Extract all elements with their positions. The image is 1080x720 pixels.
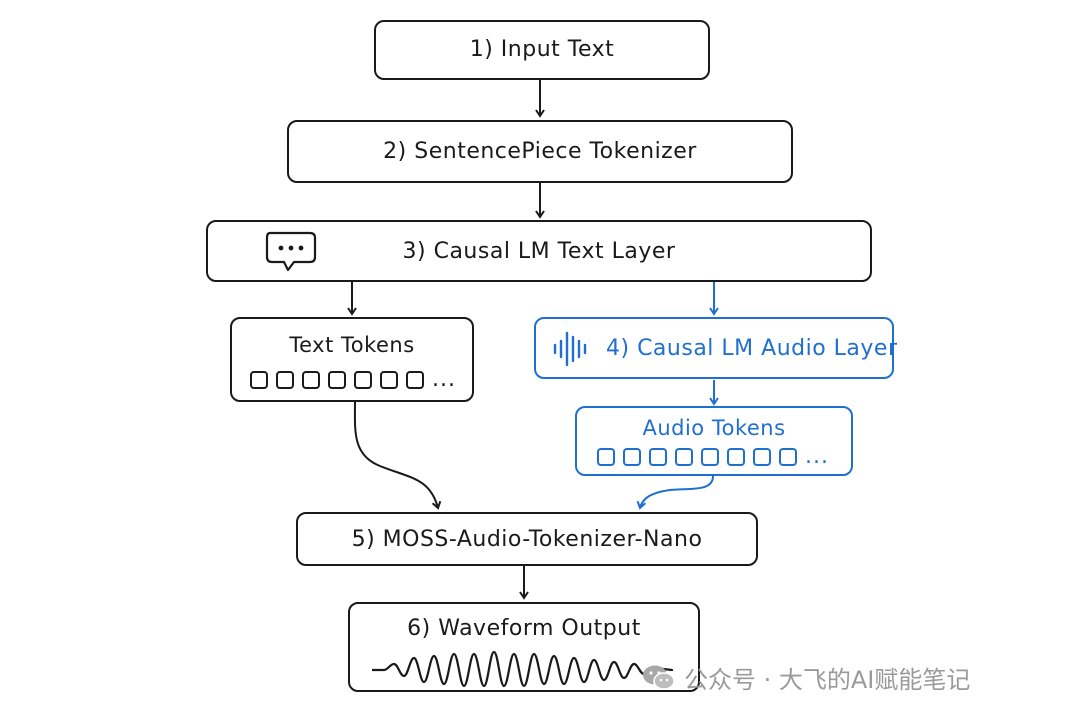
audio-token (597, 448, 615, 466)
audio-token (649, 448, 667, 466)
audio-token (753, 448, 771, 466)
text-token (354, 371, 372, 389)
text-token (406, 371, 424, 389)
watermark-text: 公众号 · 大飞的AI赋能笔记 (684, 666, 971, 694)
text-token-row: ... (250, 367, 456, 392)
node-input-text: 1) Input Text (374, 20, 710, 80)
audio-token (727, 448, 745, 466)
text-token (276, 371, 294, 389)
wechat-icon (643, 665, 675, 690)
node-text-tokens: Text Tokens ... (230, 317, 474, 402)
audio-waveform-icon (553, 331, 587, 367)
audio-token (675, 448, 693, 466)
arrow-text-tokens-to-audio-tokenizer (353, 401, 442, 510)
text-token-ellipsis: ... (432, 367, 456, 392)
waveform-icon (372, 650, 674, 688)
node-audio-layer-label: 4) Causal LM Audio Layer (606, 336, 898, 361)
text-token (380, 371, 398, 389)
node-audio-tokens: Audio Tokens ... (575, 406, 853, 476)
text-token (302, 371, 320, 389)
node-audio-tokens-label: Audio Tokens (642, 416, 786, 440)
node-audio-tokenizer: 5) MOSS-Audio-Tokenizer-Nano (296, 512, 758, 566)
node-input-text-label: 1) Input Text (469, 37, 615, 62)
node-text-layer: 3) Causal LM Text Layer (206, 220, 872, 282)
node-text-layer-label: 3) Causal LM Text Layer (402, 239, 676, 264)
audio-token (701, 448, 719, 466)
chat-bubble-icon (265, 231, 317, 272)
audio-token-row: ... (597, 444, 829, 469)
text-token (328, 371, 346, 389)
node-text-tokens-label: Text Tokens (289, 333, 415, 357)
node-waveform-label: 6) Waveform Output (407, 616, 641, 641)
node-audio-tokenizer-label: 5) MOSS-Audio-Tokenizer-Nano (351, 527, 703, 552)
node-audio-layer: 4) Causal LM Audio Layer (534, 317, 897, 379)
audio-token-ellipsis: ... (805, 444, 829, 469)
audio-token (779, 448, 797, 466)
text-token (250, 371, 268, 389)
watermark: 公众号 · 大飞的AI赋能笔记 (642, 660, 970, 695)
arrow-audio-tokens-to-audio-tokenizer (636, 475, 714, 510)
node-tokenizer: 2) SentencePiece Tokenizer (287, 120, 793, 183)
node-waveform: 6) Waveform Output (348, 602, 700, 692)
node-tokenizer-label: 2) SentencePiece Tokenizer (383, 139, 697, 164)
audio-token (623, 448, 641, 466)
